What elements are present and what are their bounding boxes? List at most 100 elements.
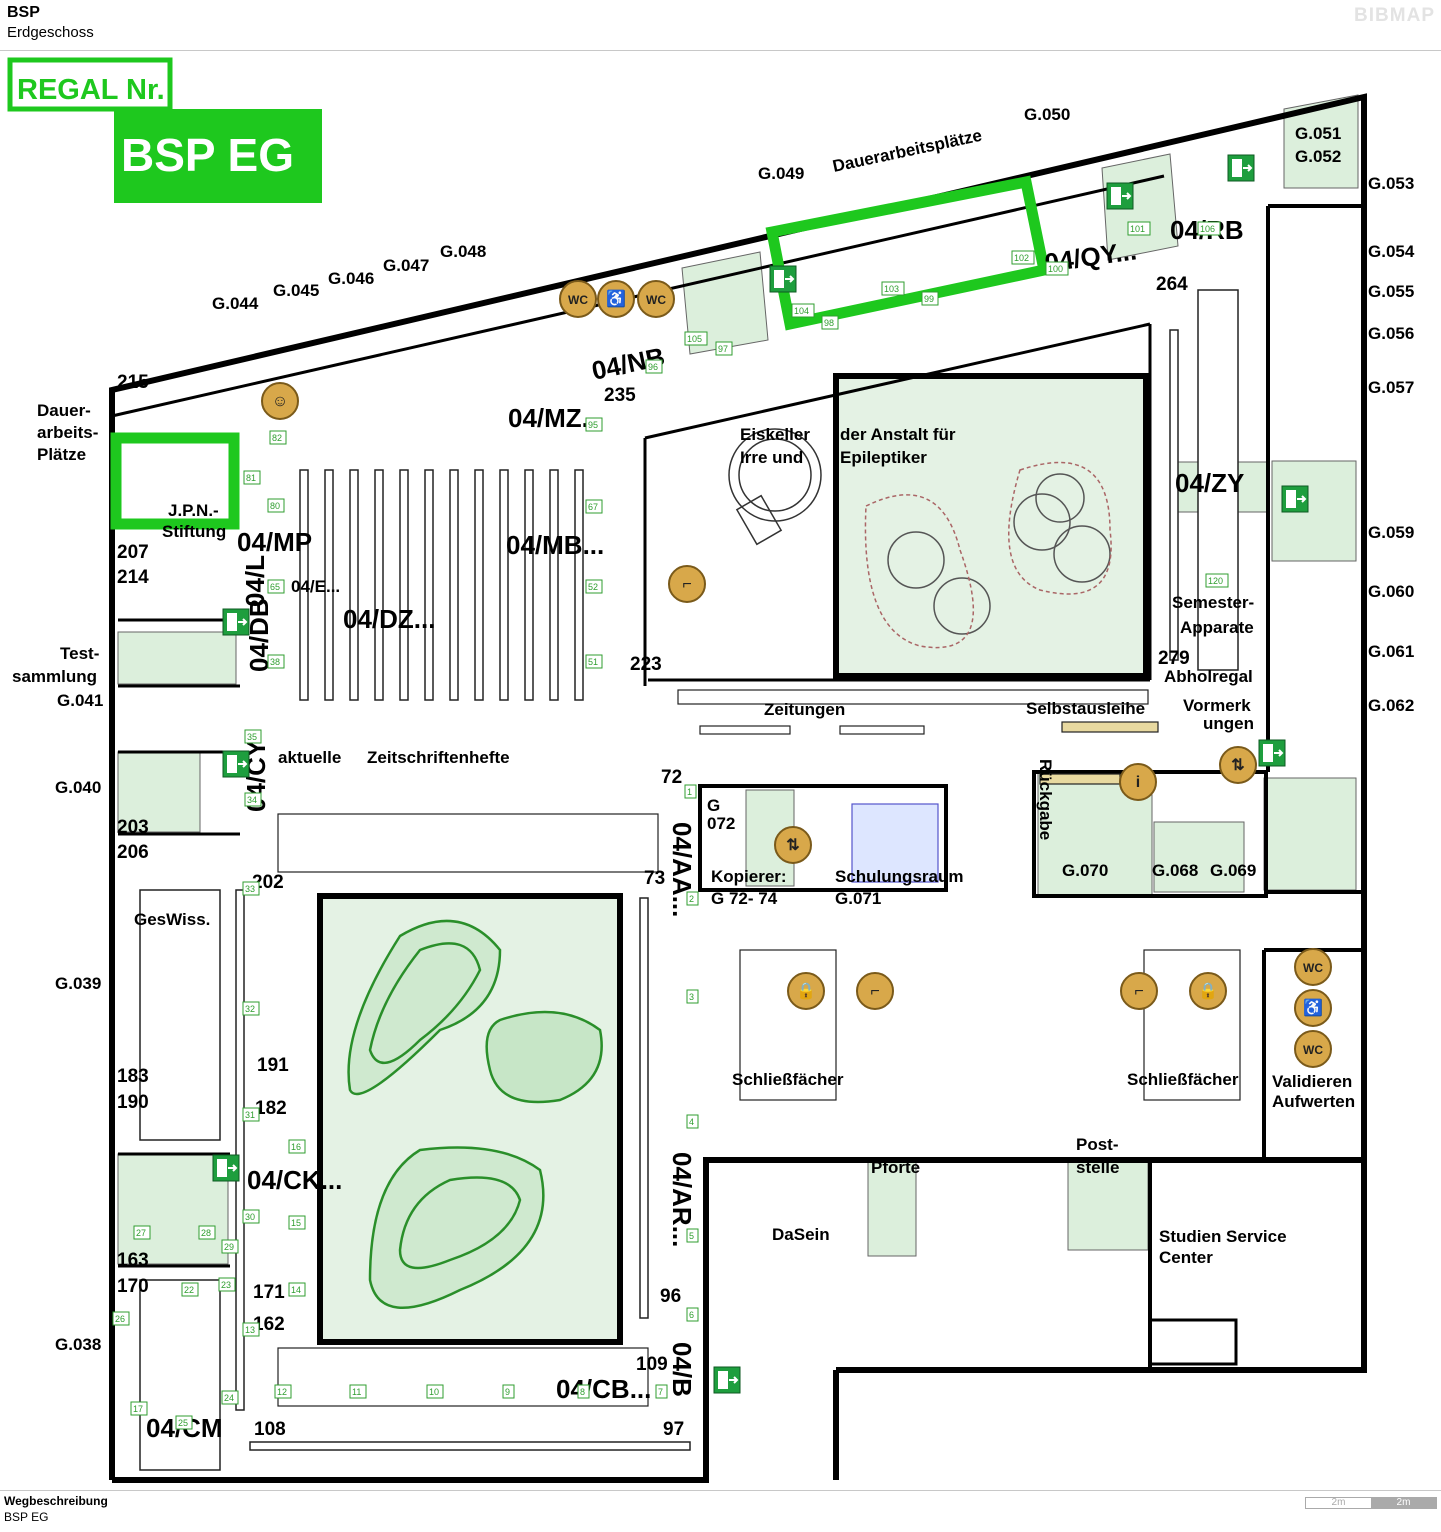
highlight-dauerarbeitsplaetze-north[interactable] — [765, 175, 1051, 331]
shelf-label[interactable]: 04/MP — [237, 527, 312, 557]
room-label[interactable]: G.040 — [55, 778, 101, 797]
wc-icon[interactable]: WC — [1294, 1030, 1332, 1068]
shelf-tag: 7 — [658, 1387, 663, 1397]
rooms-layer[interactable]: G.044 G.045 G.046 G.047 G.048 G.049 G.050G.051… — [55, 105, 1415, 1354]
shelf-label[interactable]: 04/DZ... — [343, 604, 435, 634]
room-label[interactable]: G.039 — [55, 974, 101, 993]
shelf-tag: 120 — [1208, 576, 1223, 586]
shelf-number: 279 — [1158, 648, 1190, 669]
room-label[interactable]: G.055 — [1368, 282, 1414, 301]
room-label[interactable]: G.054 — [1368, 242, 1415, 261]
room-label[interactable]: G.069 — [1210, 861, 1256, 880]
shelf-tag-box — [112, 1311, 130, 1326]
svg-text:⇅: ⇅ — [1231, 757, 1244, 774]
wc-icon[interactable]: WC — [637, 280, 675, 318]
room-label[interactable]: G.056 — [1368, 324, 1414, 343]
location-label: BSP EG — [121, 129, 294, 181]
floor-plan-map[interactable]: REGAL Nr. BSP EG — [0, 50, 1441, 1490]
wc-icon[interactable]: WC — [1294, 948, 1332, 986]
shelf-tag: 8 — [580, 1387, 585, 1397]
directions-subtitle: BSP EG — [4, 1510, 49, 1524]
stairs-icon[interactable]: ⌐ — [668, 565, 706, 603]
room-label[interactable]: G.057 — [1368, 378, 1414, 397]
room-label[interactable]: G.050 — [1024, 105, 1070, 124]
room-label[interactable]: G.062 — [1368, 696, 1414, 715]
shelf-tag-box — [221, 1390, 239, 1405]
shelf-tag: 6 — [689, 1310, 694, 1320]
room-label[interactable]: G.045 — [273, 281, 319, 300]
shelf-tag: 17 — [133, 1404, 143, 1414]
accessible-icon[interactable]: ♿ — [597, 280, 635, 318]
shelf-tag: 2 — [689, 894, 694, 904]
shelf-tag: 9 — [505, 1387, 510, 1397]
room-label[interactable]: G.047 — [383, 256, 429, 275]
shelf-label[interactable]: 04/MB... — [506, 530, 604, 560]
wc-icon[interactable]: WC — [559, 280, 597, 318]
shelf-tag: 3 — [689, 992, 694, 1002]
room-label[interactable]: G.051 — [1295, 124, 1341, 143]
icons-layer[interactable]: WC♿WC☺⌐⇅i⇅🔒⌐🔒⌐WC♿WC — [261, 280, 1332, 1068]
emergency-exit-icon — [222, 750, 250, 778]
room-label[interactable]: G.046 — [328, 269, 374, 288]
shelf-label[interactable]: 04/L — [240, 555, 270, 607]
shelf-tag-box — [242, 1322, 260, 1337]
shelf-tag: 35 — [247, 732, 257, 742]
room-label[interactable]: G.061 — [1368, 642, 1414, 661]
area-label: Schulungsraum — [835, 867, 963, 886]
lock-icon[interactable]: 🔒 — [787, 972, 825, 1010]
shelf-tag: 16 — [291, 1142, 301, 1152]
room-label[interactable]: G.059 — [1368, 523, 1414, 542]
svg-text:⌐: ⌐ — [1134, 983, 1143, 1000]
shelf-tag-box — [242, 881, 260, 896]
shelf-tag: 95 — [588, 420, 598, 430]
shelf-tag-box — [715, 341, 733, 356]
room-label[interactable]: G.053 — [1368, 174, 1414, 193]
svg-text:WC: WC — [568, 293, 588, 307]
shelf-number: 171 — [253, 1282, 285, 1303]
shelf-tag-box — [288, 1139, 306, 1154]
shelf-label[interactable]: 04/E... — [291, 577, 340, 596]
room-label[interactable]: G.060 — [1368, 582, 1414, 601]
shelf-number: 214 — [117, 567, 149, 588]
baby-changing-icon[interactable]: ☺ — [261, 382, 299, 420]
stairs-icon[interactable]: ⌐ — [1120, 972, 1158, 1010]
shelf-tag-box — [1011, 250, 1035, 265]
highlight-dauerarbeitsplaetze-west[interactable] — [110, 432, 240, 530]
shelf-tag: 33 — [245, 884, 255, 894]
shelf-number: 223 — [630, 654, 662, 675]
room-label[interactable]: G.052 — [1295, 147, 1341, 166]
highlighted-shelves[interactable] — [110, 175, 1051, 530]
room-label[interactable]: G.049 — [758, 164, 804, 183]
shelf-label[interactable]: 04/CB... — [556, 1374, 651, 1404]
shelf-tag-box — [585, 654, 603, 669]
area-label: arbeits- — [37, 423, 98, 442]
room-label[interactable]: G.041 — [57, 691, 103, 710]
elevator-icon[interactable]: ⇅ — [1219, 746, 1257, 784]
area-label: ungen — [1203, 714, 1254, 733]
shelf-number: 206 — [117, 842, 149, 863]
scale-bar: 2m 2m — [1305, 1497, 1437, 1509]
shelf-tag-box — [655, 1384, 668, 1399]
lock-icon[interactable]: 🔒 — [1189, 972, 1227, 1010]
shelf-tag-box — [1205, 573, 1229, 588]
shelf-tag: 26 — [115, 1314, 125, 1324]
stairs-icon[interactable]: ⌐ — [856, 972, 894, 1010]
accessible-icon[interactable]: ♿ — [1294, 989, 1332, 1027]
room-label[interactable]: G.038 — [55, 1335, 101, 1354]
room-label[interactable]: G.048 — [440, 242, 486, 261]
shelf-label[interactable]: 04/CK... — [247, 1165, 342, 1195]
room-label[interactable]: G.068 — [1152, 861, 1198, 880]
area-label: Kopierer: — [711, 867, 787, 886]
shelf-label[interactable]: 04/ZY — [1175, 468, 1244, 498]
area-label: Dauer- — [37, 401, 91, 420]
elevator-icon[interactable]: ⇅ — [774, 826, 812, 864]
shelf-tag: 38 — [270, 657, 280, 667]
shelf-tag-box — [684, 331, 708, 346]
shelf-tag: 99 — [924, 294, 934, 304]
info-icon[interactable]: i — [1119, 763, 1157, 801]
area-label: der Anstalt für — [840, 425, 956, 444]
room-label[interactable]: G.070 — [1062, 861, 1108, 880]
shelf-label[interactable]: 04/B — [667, 1342, 697, 1397]
room-label[interactable]: G.044 — [212, 294, 259, 313]
